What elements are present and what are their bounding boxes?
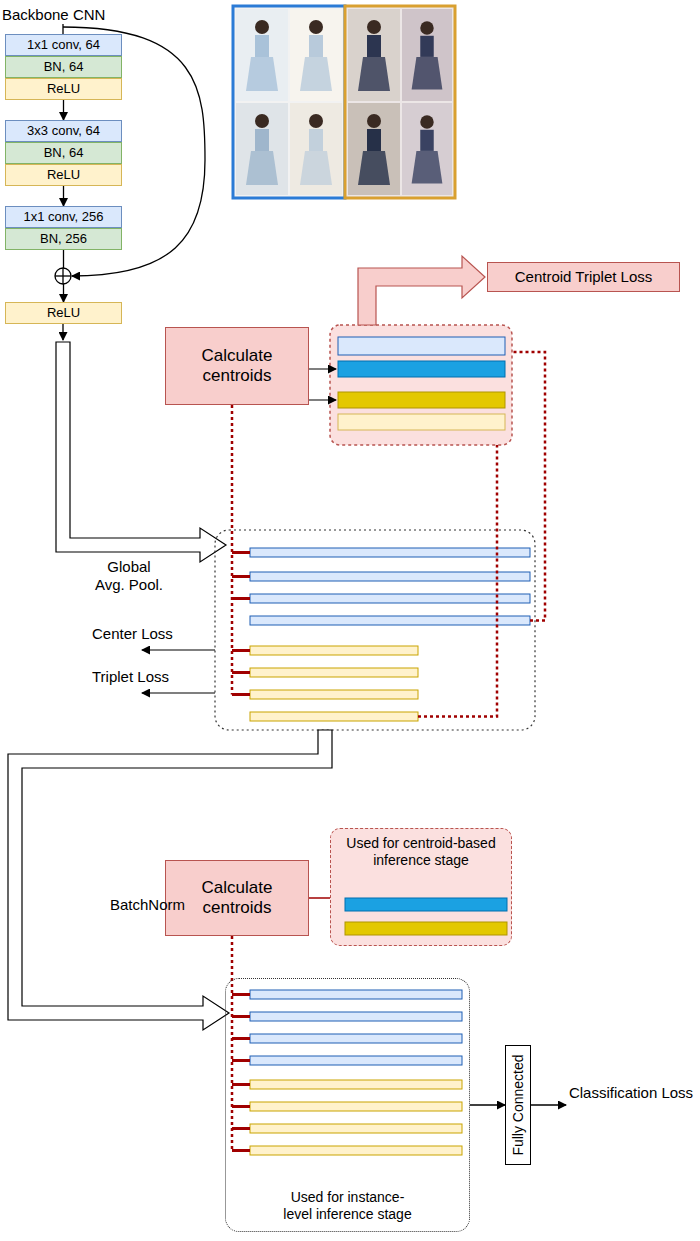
pooling-label: Global Avg. Pool. [92, 558, 166, 594]
node-text: BN, 256 [40, 231, 87, 247]
loss-label: Classification Loss [568, 1084, 694, 1102]
connector [63, 100, 64, 120]
connector [309, 897, 330, 899]
node-text: ReLU [47, 81, 80, 97]
batchnorm-box: BN, 64 [5, 56, 122, 78]
node-text: Centroid Triplet Loss [515, 268, 653, 286]
node-text: ReLU [47, 305, 80, 321]
instance-inference-panel: Used for instance-level inference stage [225, 978, 470, 1232]
node-text: 1x1 conv, 256 [24, 209, 104, 225]
batchnorm-arrow [8, 730, 332, 1030]
relu-box: ReLU [5, 164, 122, 186]
centroid-calc-box: Calculate centroids [165, 860, 309, 936]
centroid-group [303, 256, 512, 445]
node-text: ReLU [47, 167, 80, 183]
connector [63, 186, 64, 206]
batchnorm-box: BN, 64 [5, 142, 122, 164]
backbone-title: Backbone CNN [2, 6, 105, 24]
node-text: Used for centroid-based inference stage [336, 835, 506, 869]
node-text: BN, 64 [44, 145, 84, 161]
loss-box: Centroid Triplet Loss [487, 262, 680, 292]
conv-layer-box: 1x1 conv, 64 [5, 34, 122, 56]
batchnorm-box: BN, 256 [5, 228, 122, 250]
connector [470, 1104, 505, 1105]
batchnorm-label: BatchNorm [110, 896, 185, 914]
loss-label: Center Loss [92, 625, 173, 643]
node-text: Fully Connected [510, 1054, 527, 1155]
feature-group [142, 352, 545, 730]
relu-box: ReLU [5, 302, 122, 324]
relu-box: ReLU [5, 78, 122, 100]
loss-label: Triplet Loss [92, 668, 169, 686]
node-text: 3x3 conv, 64 [27, 123, 100, 139]
photo-examples [233, 6, 455, 198]
node-text: BN, 64 [44, 59, 84, 75]
node-text: Calculate centroids [166, 346, 308, 387]
centroid-inference-panel: Used for centroid-based inference stage [330, 828, 512, 946]
node-text: 1x1 conv, 64 [27, 37, 100, 53]
fully-connected-box: Fully Connected [505, 1045, 531, 1165]
conv-layer-box: 1x1 conv, 256 [5, 206, 122, 228]
conv-layer-box: 3x3 conv, 64 [5, 120, 122, 142]
node-text: Used for instance-level inference stage [278, 1189, 418, 1223]
centroid-calc-box: Calculate centroids [165, 327, 309, 405]
node-text: Calculate centroids [166, 878, 308, 919]
